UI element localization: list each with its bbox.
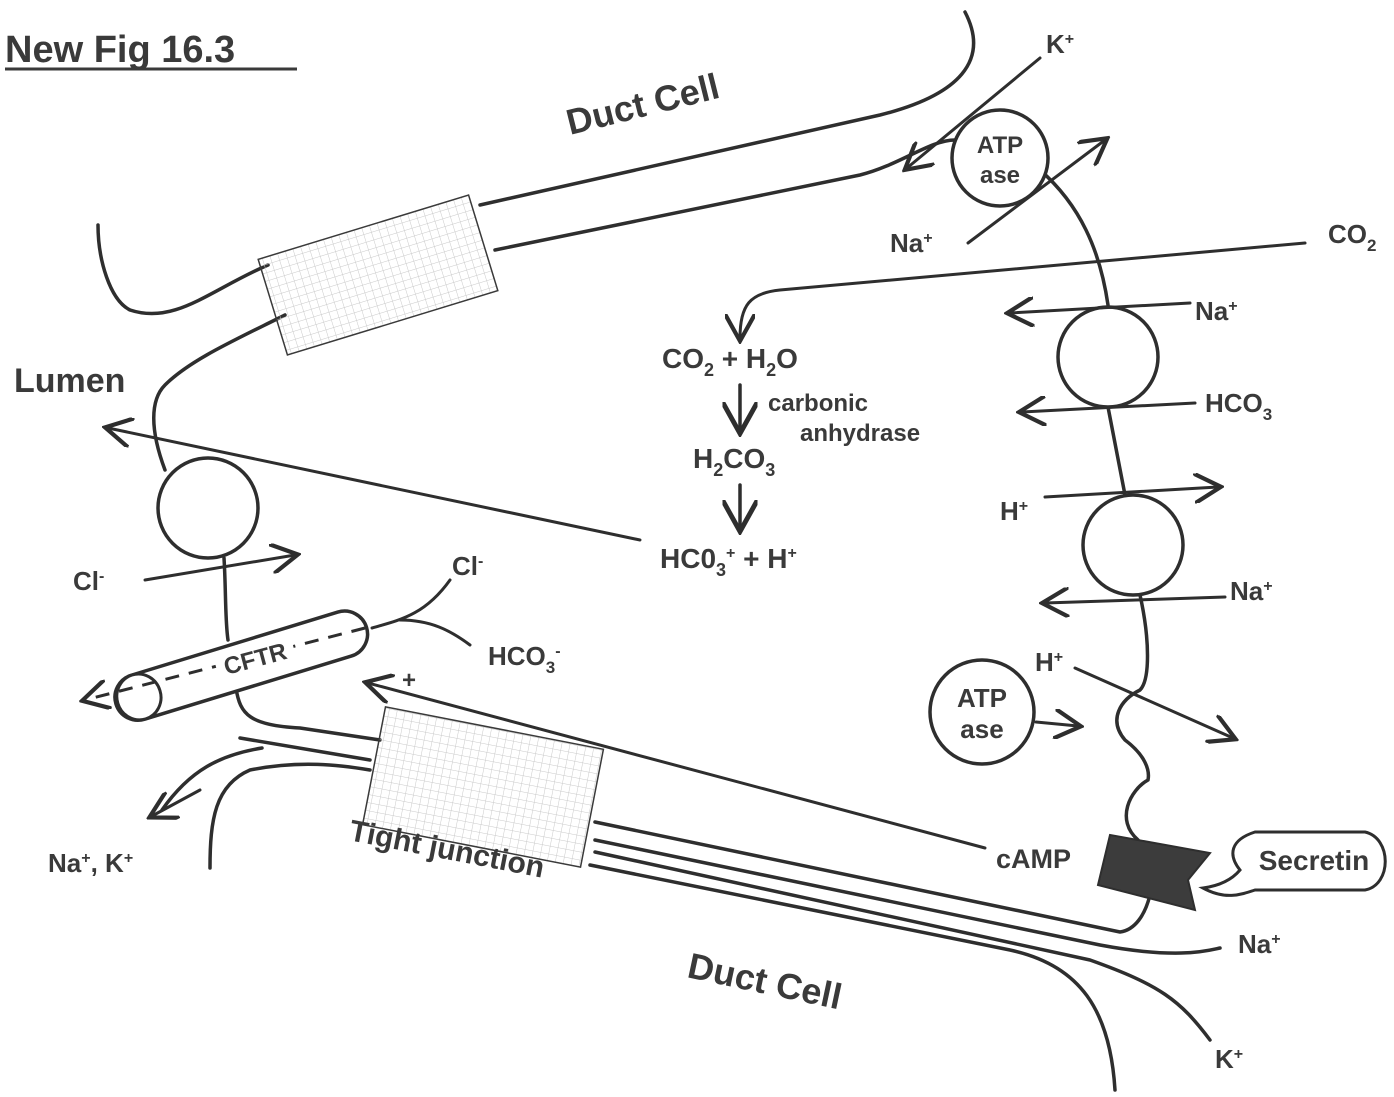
apical-membrane-lower bbox=[224, 558, 228, 640]
na-ion-top: Na+ bbox=[890, 228, 933, 258]
atpase-drive-arrow bbox=[1036, 722, 1078, 726]
reaction-h2co3: H2CO3 bbox=[693, 443, 775, 480]
h-efflux-arrow bbox=[1075, 668, 1233, 738]
plus-label: + bbox=[402, 667, 416, 694]
na-h-exchanger bbox=[1083, 495, 1183, 595]
na-ion-bottom: Na+ bbox=[1238, 929, 1281, 959]
hco3-ion-exchanger1: HCO3 bbox=[1205, 388, 1272, 424]
bottom-duct-membrane3 bbox=[210, 764, 370, 868]
k-ion-top: K+ bbox=[1046, 29, 1074, 59]
secretin-receptor bbox=[1098, 835, 1210, 910]
na-ion-exchanger1: Na+ bbox=[1195, 296, 1238, 326]
h-ion-pump: H+ bbox=[1035, 647, 1063, 677]
top-duct-lower-membrane-left bbox=[154, 315, 285, 470]
co2-ion-right: CO2 bbox=[1328, 219, 1376, 255]
basolateral-membrane-mid2 bbox=[1117, 595, 1149, 840]
apical-membrane-lower2 bbox=[236, 688, 380, 740]
na-ion-exchanger2: Na+ bbox=[1230, 576, 1273, 606]
k-ion-bottom: K+ bbox=[1215, 1044, 1243, 1074]
camp-label: cAMP bbox=[996, 844, 1071, 874]
atpase-top-label2: ase bbox=[980, 162, 1020, 189]
top-duct-lower-membrane bbox=[495, 140, 955, 250]
h-atpase-label1: ATP bbox=[957, 683, 1007, 713]
atpase-top-label1: ATP bbox=[977, 132, 1023, 159]
h-ion-exchanger2: H+ bbox=[1000, 496, 1028, 526]
reaction-hco3-h: HC03+ + H+ bbox=[660, 543, 797, 580]
basolateral-membrane bbox=[1040, 170, 1108, 305]
top-duct-cell-membrane bbox=[480, 12, 974, 205]
secretin-label: Secretin bbox=[1259, 845, 1370, 876]
cl-ion-left: Cl- bbox=[73, 566, 104, 596]
basolateral-membrane-bottom bbox=[595, 822, 1150, 932]
cl-ion-cftr: Cl- bbox=[452, 551, 483, 581]
h-atpase-label2: ase bbox=[960, 714, 1003, 744]
na-k-paracellular: Na+, K+ bbox=[48, 848, 133, 878]
anhydrase-label: anhydrase bbox=[800, 420, 920, 447]
reaction-co2-h2o: CO2 + H2O bbox=[662, 343, 798, 380]
duct-cell-label-bottom: Duct Cell bbox=[684, 945, 845, 1018]
na-arrow-exchanger2 bbox=[1045, 597, 1225, 603]
top-duct-cell-membrane-left bbox=[98, 225, 268, 314]
lumen-label: Lumen bbox=[14, 362, 125, 400]
duct-cell-label-top: Duct Cell bbox=[562, 65, 723, 143]
cftr-branch-hco3 bbox=[400, 620, 470, 645]
cl-influx-arrow bbox=[145, 555, 295, 580]
na-hco3-cotransporter bbox=[1058, 307, 1158, 407]
basolateral-membrane-mid1 bbox=[1108, 407, 1125, 495]
hco3-ion-cftr: HCO3- bbox=[488, 641, 561, 677]
apical-exchanger bbox=[158, 458, 258, 558]
bottom-duct-membrane2 bbox=[162, 748, 262, 810]
tight-junction-top bbox=[258, 195, 498, 355]
figure-title: New Fig 16.3 bbox=[5, 29, 235, 71]
carbonic-label: carbonic bbox=[768, 390, 868, 417]
bottom-duct-membrane6 bbox=[590, 865, 1115, 1090]
